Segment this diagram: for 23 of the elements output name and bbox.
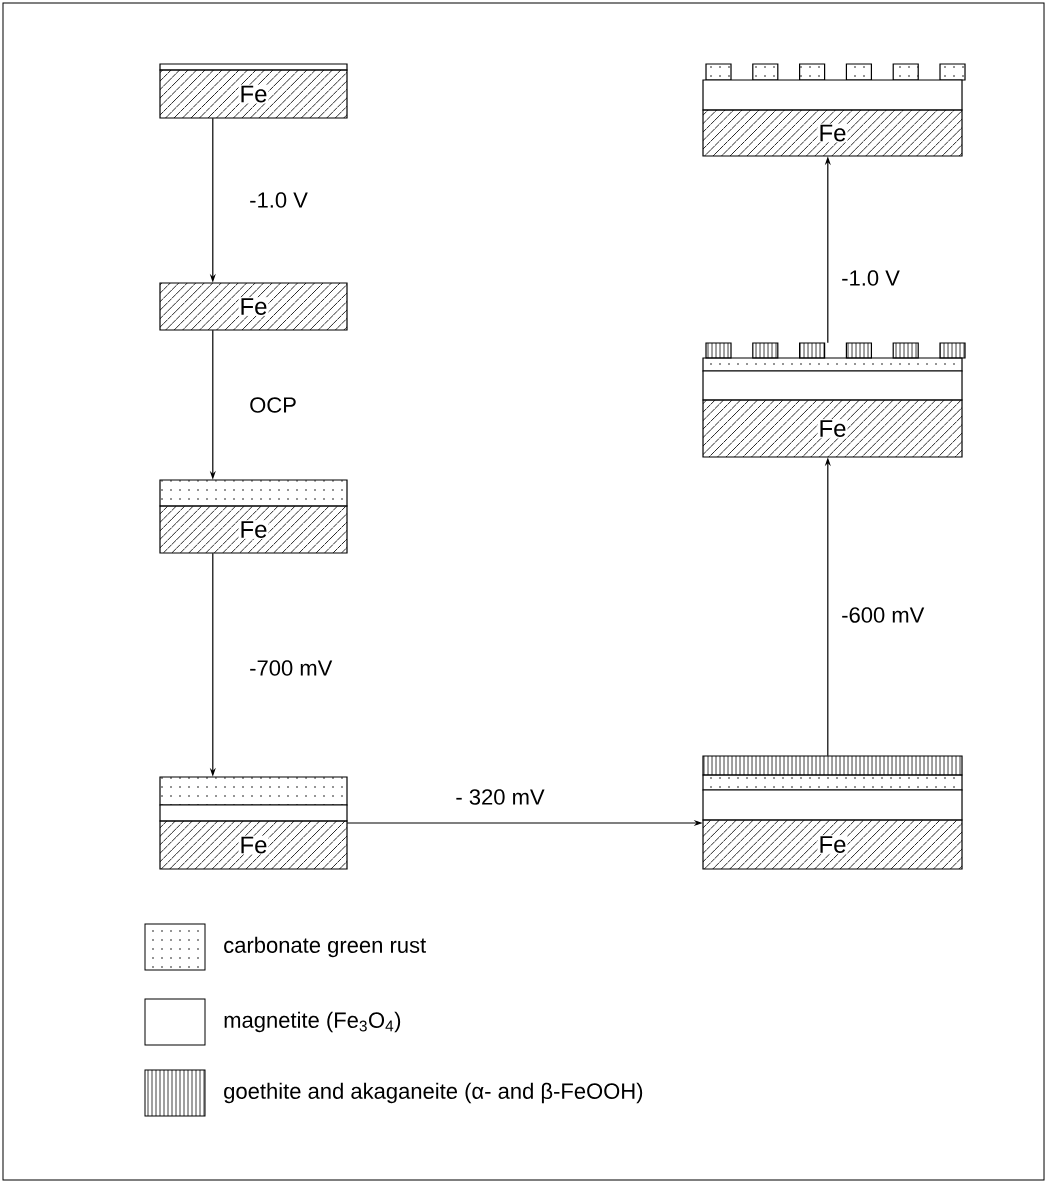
edge-label: -600 mV <box>840 606 926 624</box>
layered-sample <box>159 479 348 507</box>
layered-sample <box>159 776 348 822</box>
layered-sample: Fe <box>702 109 963 157</box>
legend-label: carbonate green rust <box>224 936 426 958</box>
layered-sample: Fe <box>159 505 348 554</box>
layered-sample: Fe <box>702 399 963 458</box>
legend-label: magnetite (Fe$_{3}$O$_{4}$) <box>224 1011 401 1033</box>
layered-sample <box>702 357 963 401</box>
layered-sample: Fe <box>159 69 348 119</box>
edge-label: -1.0 V <box>840 269 901 287</box>
layered-sample: Fe <box>159 820 348 870</box>
legend-label: goethite and akaganeite (α- and β-FeOOH) <box>224 1082 643 1104</box>
layered-sample <box>702 774 963 821</box>
layered-sample <box>705 342 966 359</box>
edge-label: - 320 mV <box>454 788 546 806</box>
layered-sample: Fe <box>159 282 348 331</box>
layered-sample: Fe <box>702 819 963 870</box>
edge-label: -700 mV <box>248 659 334 677</box>
layered-sample <box>702 63 966 111</box>
layered-sample <box>159 63 348 71</box>
edge-label: OCP <box>248 396 298 414</box>
edge-label: -1.0 V <box>248 191 309 209</box>
